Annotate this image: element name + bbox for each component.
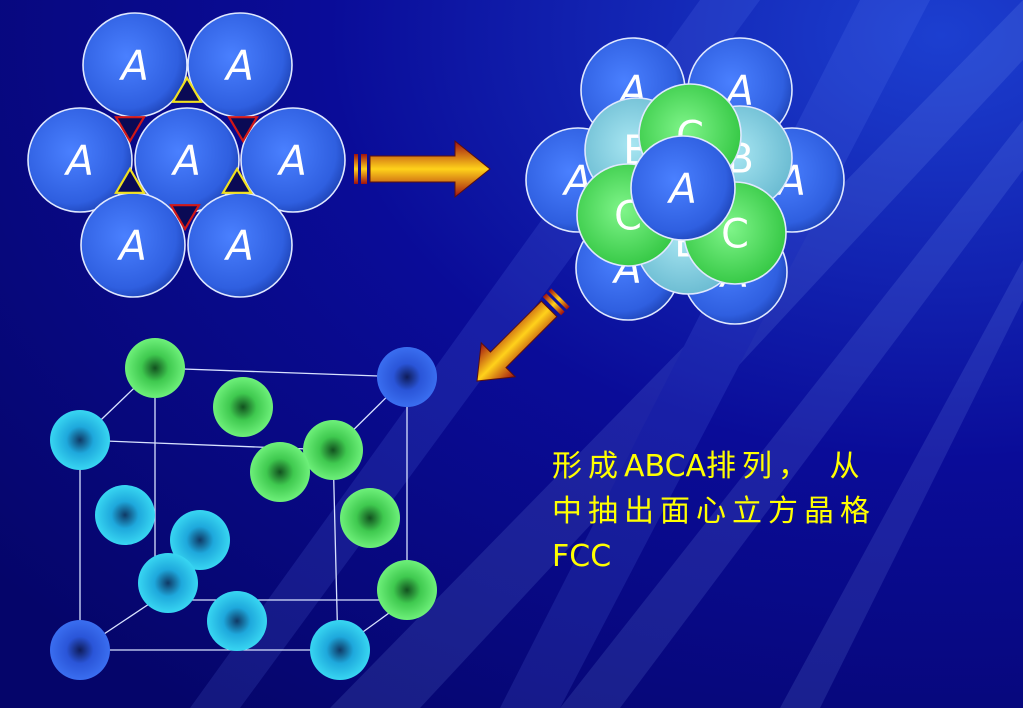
caption-line-1: 形成ABCA排列， 从 bbox=[552, 449, 866, 484]
triangle-up-icon bbox=[221, 166, 253, 194]
lattice-atom-green-1 bbox=[125, 338, 185, 398]
lattice-atom-cyan-3 bbox=[50, 410, 110, 470]
atom-a-2: A bbox=[187, 12, 293, 118]
atom-a-5-label: A bbox=[276, 137, 307, 185]
down-left-arrow-icon bbox=[476, 288, 570, 382]
lattice-atom-cyan-9 bbox=[170, 510, 230, 570]
atom-a-4-label: A bbox=[170, 137, 201, 185]
atom-a-6-label: A bbox=[116, 222, 147, 270]
stack-atom-a-top-label: A bbox=[666, 165, 697, 213]
atom-a-3: A bbox=[27, 107, 133, 213]
atom-a-7-label: A bbox=[223, 222, 254, 270]
lattice-atom-green-7 bbox=[340, 488, 400, 548]
atom-a-7: A bbox=[187, 192, 293, 298]
lattice-atom-cyan-14 bbox=[310, 620, 370, 680]
triangle-up-icon bbox=[114, 166, 146, 194]
fcc-unit-cell bbox=[50, 338, 437, 680]
caption-text: 形成ABCA排列， 从 中抽出面心立方晶格 FCC bbox=[552, 444, 912, 579]
lattice-atom-blue-13 bbox=[50, 620, 110, 680]
atom-a-1-label: A bbox=[118, 42, 149, 90]
atom-a-1: A bbox=[82, 12, 188, 118]
stacked-abc-layers: AAAAAABBBCCCA bbox=[525, 37, 845, 325]
triangle-down-icon bbox=[227, 116, 259, 144]
lattice-atom-green-11 bbox=[377, 560, 437, 620]
atom-a-6: A bbox=[80, 192, 186, 298]
atom-a-3-label: A bbox=[63, 137, 94, 185]
stack-atom-a-top: A bbox=[630, 135, 736, 241]
caption-line-2: 中抽出面心立方晶格 bbox=[552, 494, 876, 529]
lattice-atom-cyan-10 bbox=[138, 553, 198, 613]
triangle-down-icon bbox=[114, 116, 146, 144]
right-arrow-icon bbox=[354, 139, 491, 199]
lattice-atom-blue-2 bbox=[377, 347, 437, 407]
lattice-atom-green-4 bbox=[213, 377, 273, 437]
lattice-atom-cyan-12 bbox=[207, 591, 267, 651]
lattice-atom-cyan-8 bbox=[95, 485, 155, 545]
triangle-up-icon bbox=[171, 75, 203, 103]
triangle-down-icon bbox=[169, 204, 201, 232]
caption-line-3: FCC bbox=[552, 539, 612, 574]
lattice-atom-green-6 bbox=[250, 442, 310, 502]
atom-a-2-label: A bbox=[223, 42, 254, 90]
lattice-atom-green-5 bbox=[303, 420, 363, 480]
atom-a-5: A bbox=[240, 107, 346, 213]
